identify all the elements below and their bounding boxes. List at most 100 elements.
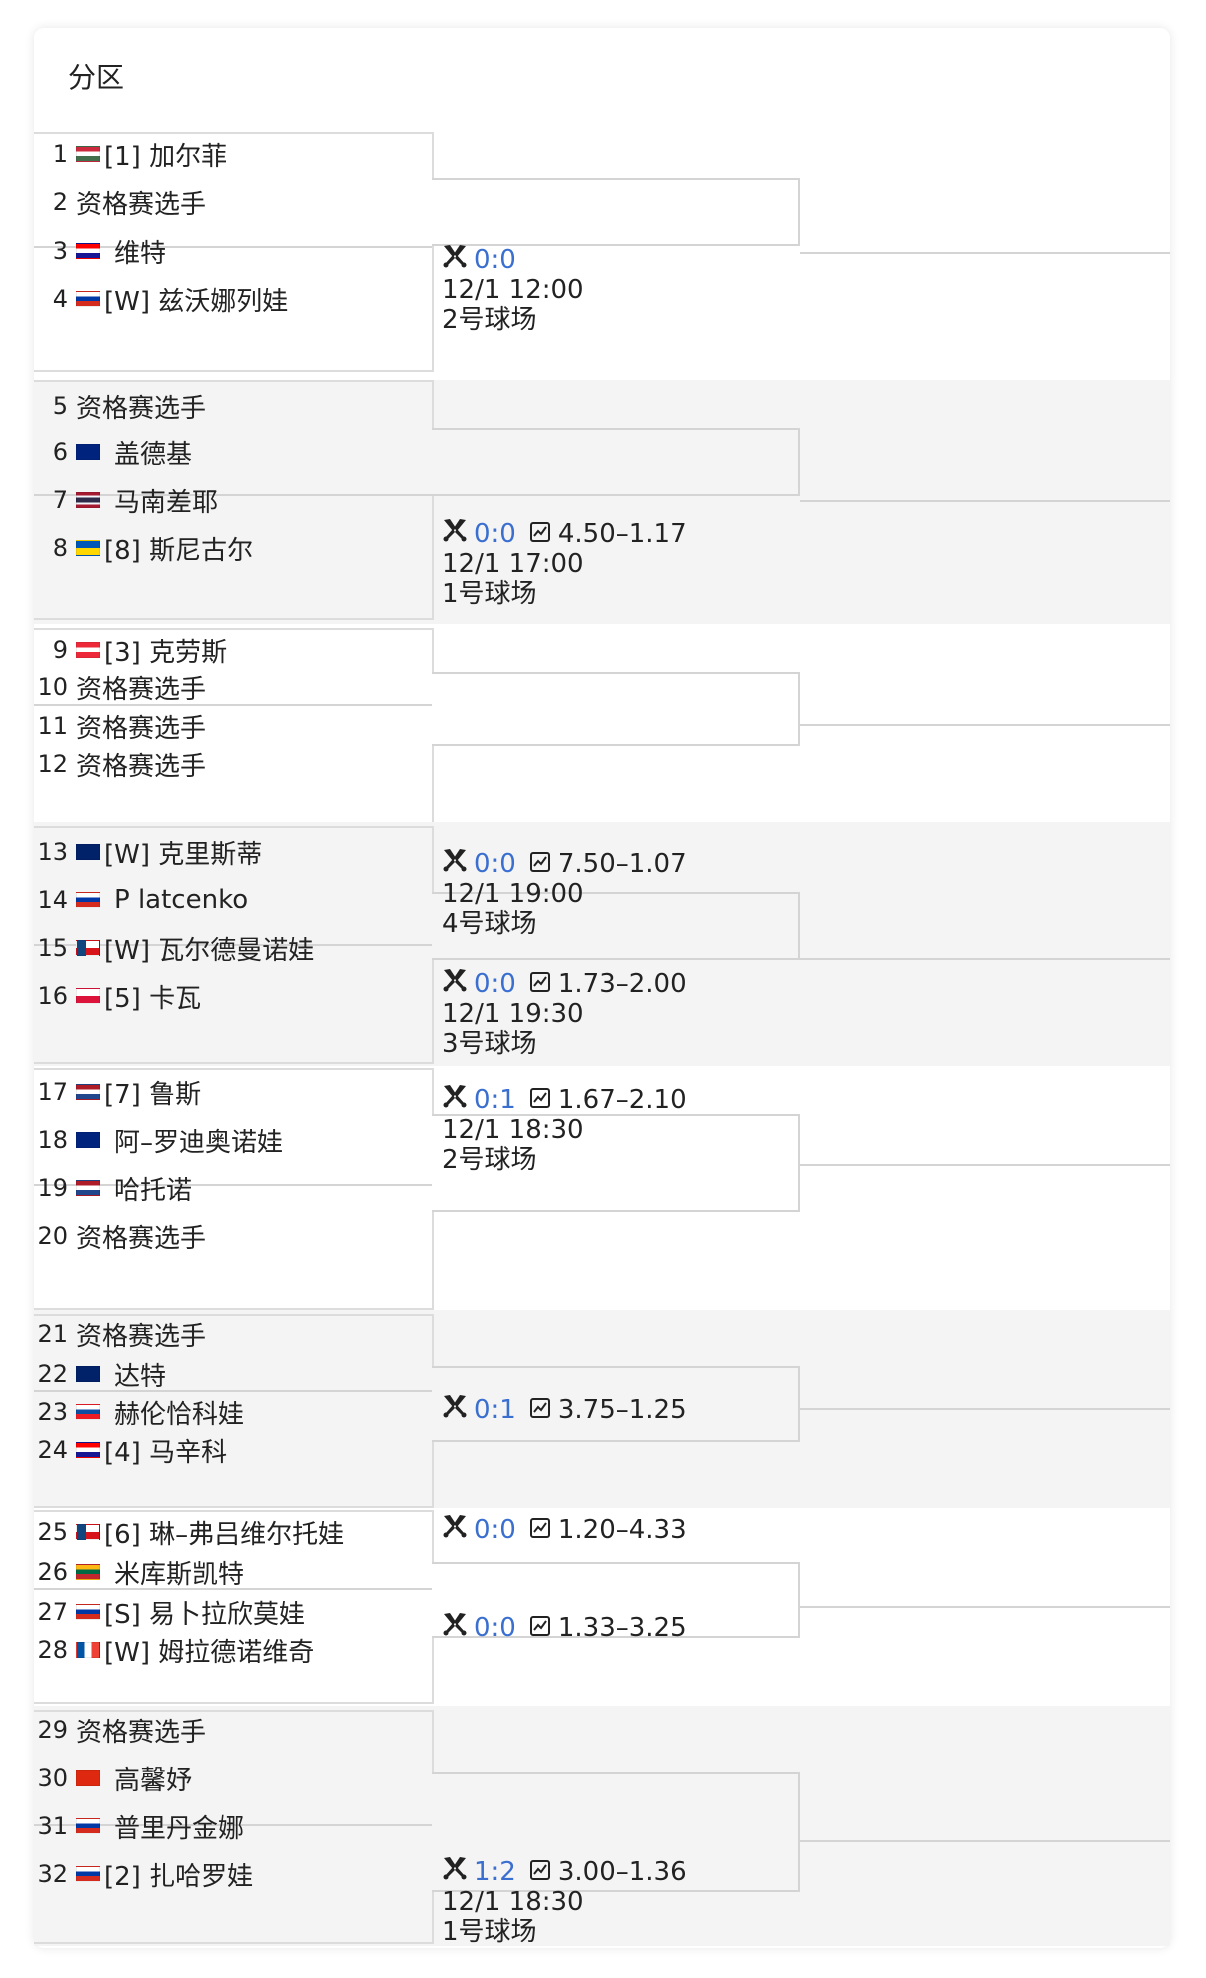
player-name[interactable]: [6] 琳–弗吕维尔托娃 [104,1519,345,1550]
bracket-connector [432,1772,800,1892]
match-score[interactable]: 0:1 [474,1084,516,1115]
player-name[interactable]: 盖德基 [114,439,193,470]
player-name[interactable]: [W] 克里斯蒂 [104,839,263,870]
france-flag-icon [76,1642,100,1658]
player-row[interactable]: 17[7] 鲁斯 [34,1075,432,1110]
player-row[interactable]: 32[2] 扎哈罗娃 [34,1857,432,1892]
player-name[interactable]: [5] 卡瓦 [104,983,202,1014]
match-info[interactable]: 0:0 1.20–4.33 [442,1514,687,1545]
chart-icon[interactable] [529,1613,550,1643]
match-score[interactable]: 0:0 [474,518,516,549]
player-name[interactable]: [W] 兹沃娜列娃 [104,286,289,317]
match-score[interactable]: 0:0 [474,1612,516,1643]
player-name[interactable]: 高馨妤 [114,1765,193,1796]
player-row[interactable]: 27[S] 易卜拉欣莫娃 [34,1595,432,1630]
chart-icon[interactable] [529,1085,550,1115]
match-court: 1号球场 [442,1917,537,1947]
player-name[interactable]: 阿–罗迪奥诺娃 [114,1127,284,1158]
bracket-line [800,252,1170,254]
player-name[interactable]: 普里丹金娜 [114,1813,245,1844]
chart-icon[interactable] [529,519,550,549]
chart-icon[interactable] [529,1395,550,1425]
bracket-connector [432,178,800,246]
player-group [34,628,434,824]
player-name[interactable]: 赫伦恰科娃 [114,1399,245,1430]
chart-icon[interactable] [529,849,550,879]
player-name[interactable]: 资格赛选手 [76,713,207,744]
player-name[interactable]: 资格赛选手 [76,674,207,705]
chart-icon[interactable] [529,1515,550,1545]
player-row[interactable]: 8[8] 斯尼古尔 [34,531,432,566]
player-name[interactable]: [8] 斯尼古尔 [104,535,254,566]
player-row[interactable]: 1[1] 加尔菲 [34,137,432,172]
match-score[interactable]: 0:0 [474,244,516,275]
player-name[interactable]: [7] 鲁斯 [104,1079,202,1110]
player-name[interactable]: [W] 瓦尔德曼诺娃 [104,935,315,966]
player-position: 21 [37,1320,68,1348]
match-score[interactable]: 0:0 [474,968,516,999]
chart-icon[interactable] [529,1857,550,1887]
player-name[interactable]: [1] 加尔菲 [104,141,228,172]
player-name[interactable]: 资格赛选手 [76,1717,207,1748]
player-name[interactable]: [S] 易卜拉欣莫娃 [104,1599,306,1630]
crossed-rackets-icon [442,848,468,879]
player-name[interactable]: 哈托诺 [114,1175,193,1206]
player-row[interactable]: 16[5] 卡瓦 [34,979,432,1014]
player-row[interactable]: 13[W] 克里斯蒂 [34,835,432,870]
player-name[interactable]: 资格赛选手 [76,1223,207,1254]
player-row[interactable]: 9[3] 克劳斯 [34,633,432,668]
player-row[interactable]: 21 资格赛选手 [34,1317,432,1352]
player-name[interactable]: [3] 克劳斯 [104,637,228,668]
player-row[interactable]: 4[W] 兹沃娜列娃 [34,282,432,317]
player-name[interactable]: 资格赛选手 [76,189,207,220]
chart-icon[interactable] [529,969,550,999]
player-row[interactable]: 28[W] 姆拉德诺维奇 [34,1633,432,1668]
player-name[interactable]: [4] 马辛科 [104,1437,228,1468]
player-name[interactable]: 维特 [114,238,167,269]
player-name[interactable]: 米库斯凯特 [114,1559,245,1590]
match-score[interactable]: 0:0 [474,1514,516,1545]
player-name[interactable]: 马南差耶 [114,487,219,518]
player-name[interactable]: 资格赛选手 [76,751,207,782]
player-name[interactable]: 资格赛选手 [76,1321,207,1352]
player-name[interactable]: 资格赛选手 [76,393,207,424]
match-score[interactable]: 0:1 [474,1394,516,1425]
player-row[interactable]: 25[6] 琳–弗吕维尔托娃 [34,1515,432,1550]
player-name[interactable]: [2] 扎哈罗娃 [104,1861,254,1892]
match-odds: 1.20–4.33 [557,1514,687,1545]
player-name[interactable]: 达特 [114,1361,167,1392]
player-row[interactable]: 15[W] 瓦尔德曼诺娃 [34,931,432,966]
player-name[interactable]: [W] 姆拉德诺维奇 [104,1637,315,1668]
match-score[interactable]: 1:2 [474,1856,516,1887]
match-score[interactable]: 0:0 [474,848,516,879]
player-row[interactable]: 24[4] 马辛科 [34,1433,432,1468]
player-name[interactable]: P latcenko [114,885,249,915]
